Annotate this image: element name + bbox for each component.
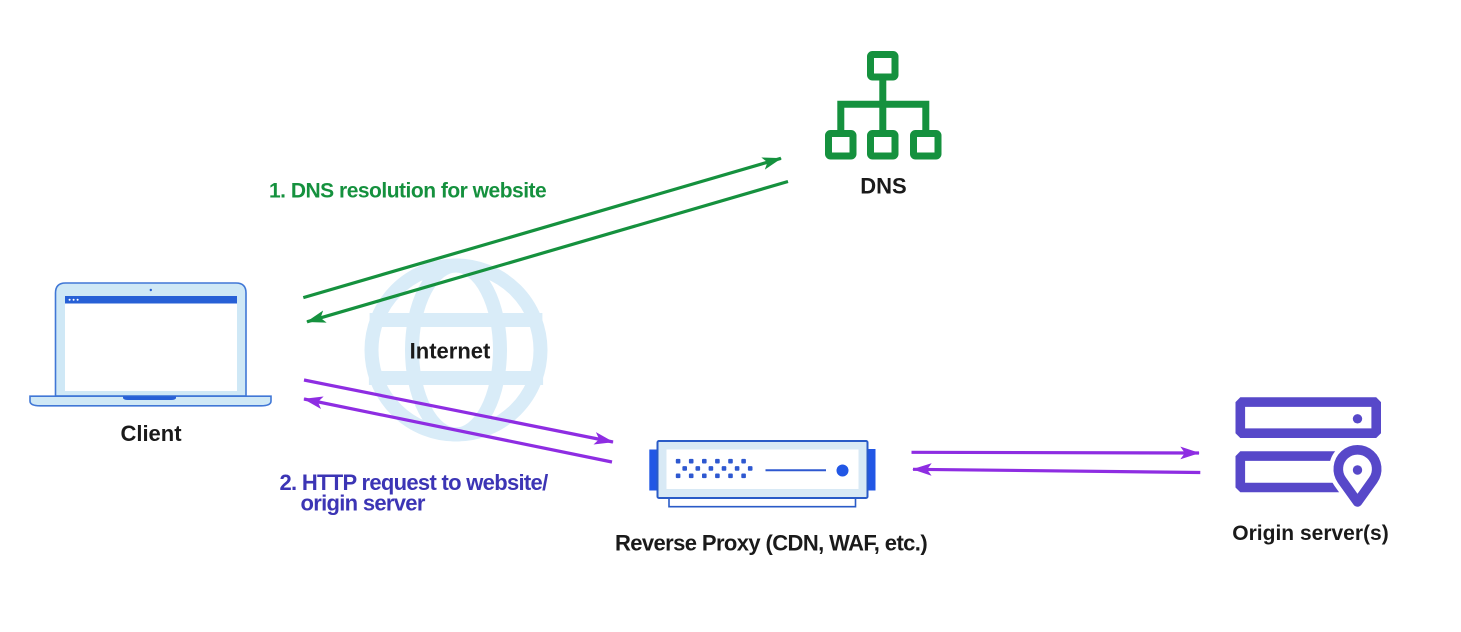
- svg-text:2. HTTP request to website/: 2. HTTP request to website/: [280, 470, 549, 495]
- svg-text:Client: Client: [120, 421, 182, 446]
- svg-text:Origin server(s): Origin server(s): [1232, 522, 1388, 545]
- svg-text:DNS: DNS: [860, 174, 906, 199]
- svg-text:origin server: origin server: [301, 491, 426, 516]
- svg-text:Internet: Internet: [410, 339, 491, 364]
- svg-text:Reverse Proxy (CDN, WAF, etc.): Reverse Proxy (CDN, WAF, etc.): [615, 531, 927, 556]
- svg-text:1. DNS resolution for website: 1. DNS resolution for website: [269, 180, 546, 203]
